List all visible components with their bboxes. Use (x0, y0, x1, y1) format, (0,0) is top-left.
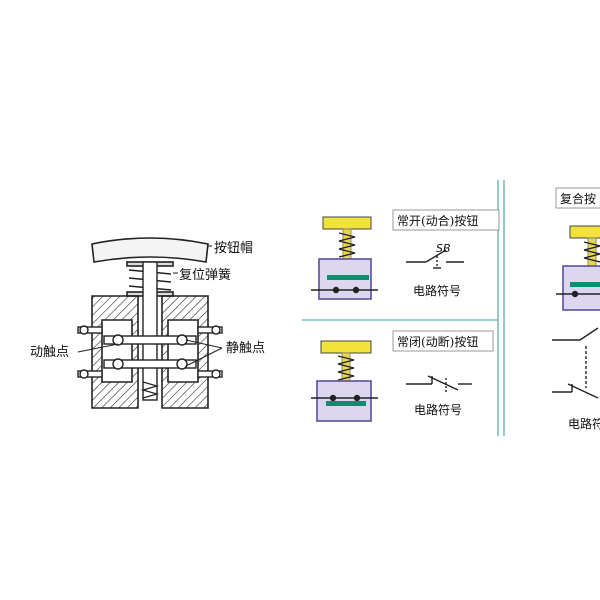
normally-closed-panel: 常闭(动断)按钮 电路符号 (311, 330, 494, 422)
no-caption: 电路符号 (413, 283, 461, 298)
no-symbol-label: SB (436, 242, 451, 255)
nc-spring (337, 355, 355, 381)
leader-lines (77, 245, 223, 367)
cmp-caption: 电路符 (568, 416, 600, 431)
no-cap (322, 216, 372, 230)
cmp-title-box (555, 187, 600, 209)
normally-open-panel: 常开(动合)按钮 SB 电路符号 (311, 209, 500, 300)
nc-circuit-symbol (406, 375, 472, 392)
nc-contact-left (329, 394, 337, 402)
label-cap: 按钮帽 (214, 240, 253, 256)
nc-contact-bar (326, 401, 366, 406)
no-title-box (392, 209, 500, 231)
cmp-contact (571, 290, 579, 298)
no-contact-right (352, 286, 360, 294)
no-spring (338, 232, 356, 258)
label-static-contact: 静触点 (226, 341, 265, 356)
nc-title-box (392, 330, 494, 352)
compound-panel: 复合按 电路符 (552, 187, 600, 431)
plunger-stem (142, 261, 158, 401)
button-cap (91, 237, 209, 263)
no-contact-left (332, 286, 340, 294)
cmp-cap (569, 225, 600, 239)
no-contact-bar (327, 275, 369, 280)
bottom-spring (140, 381, 160, 399)
cmp-housing (562, 265, 600, 311)
nc-caption: 电路符号 (414, 402, 462, 417)
cmp-contact-bar (570, 282, 600, 287)
nc-cap (320, 340, 372, 354)
cmp-title: 复合按 (560, 191, 596, 206)
label-moving-contact: 动触点 (30, 345, 69, 360)
moving-contact-bridge (103, 334, 197, 370)
no-circuit-symbol (406, 249, 464, 269)
housing-left (91, 295, 139, 409)
housing-right (161, 295, 209, 409)
nc-title: 常闭(动断)按钮 (397, 334, 478, 349)
terminals (77, 325, 223, 379)
no-title: 常开(动合)按钮 (397, 213, 478, 228)
cmp-circuit-symbol (552, 327, 599, 399)
nc-contact-right (353, 394, 361, 402)
cmp-spring (583, 241, 600, 263)
label-spring: 复位弹簧 (179, 267, 231, 283)
mechanism-section: 按钮帽 复位弹簧 动触点 静触点 (30, 237, 265, 409)
